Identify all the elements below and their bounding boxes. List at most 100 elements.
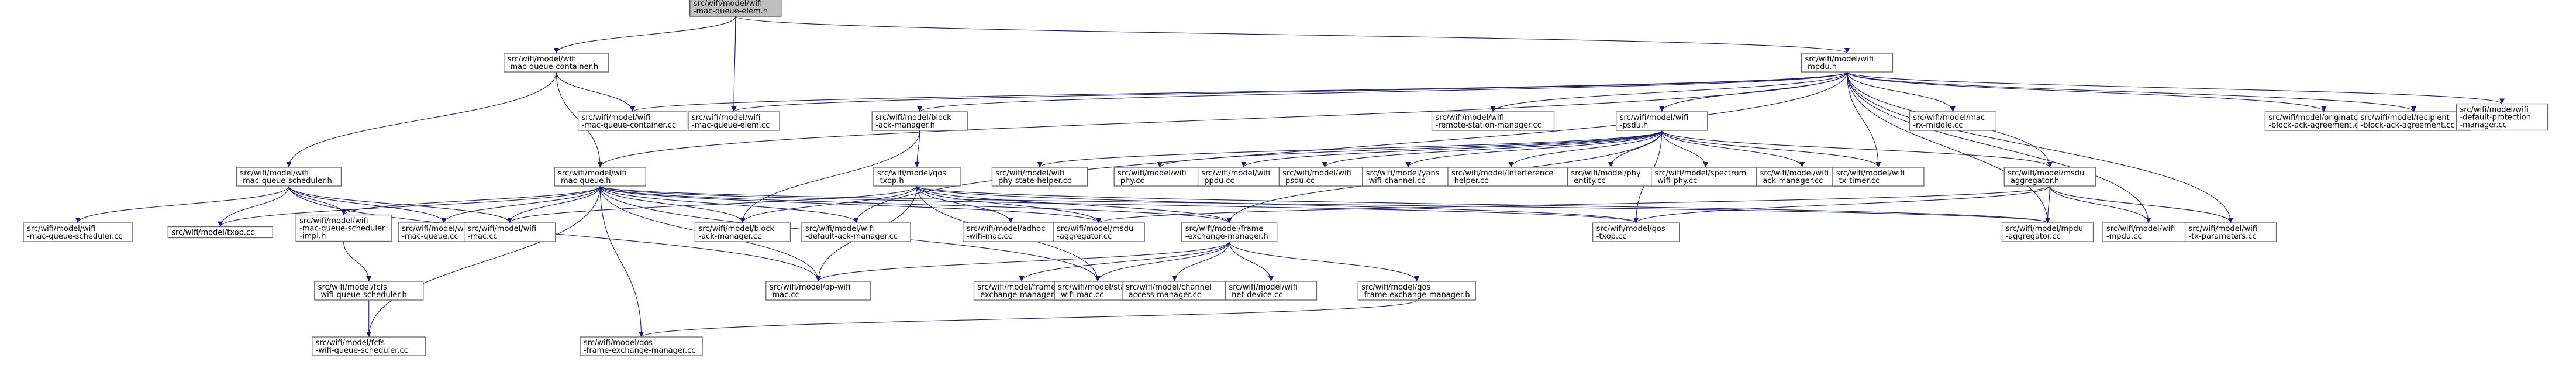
file-node-mpdu-aggregator-cc[interactable]: src/wifi/model/mpdu-aggregator.cc (2001, 222, 2094, 242)
file-node-label: -mac-queue-scheduler (299, 225, 385, 233)
file-node-box (801, 222, 911, 242)
file-node-label: src/wifi/model/interference (1451, 169, 1553, 178)
dependency-edge (916, 185, 1013, 223)
file-node-block-ack-manager-cc[interactable]: src/wifi/model/block-ack-manager.cc (694, 222, 791, 242)
dependency-edge (1661, 130, 2053, 168)
file-node-mac-queue-container-cc[interactable]: src/wifi/model/wifi-mac-queue-container.… (577, 111, 688, 131)
file-node-adhoc-wifi-mac-cc[interactable]: src/wifi/model/adhoc-wifi-mac.cc (963, 222, 1059, 242)
file-node-label: -ack-manager.cc (698, 232, 761, 241)
file-node-label: -txop.cc (1596, 232, 1627, 241)
dependency-edge (1846, 71, 2327, 112)
file-node-label: src/wifi/model/msdu (2008, 169, 2084, 178)
file-node-spectrum-wifi-phy-cc[interactable]: src/wifi/model/spectrum-wifi-phy.cc (1651, 167, 1761, 187)
file-node-box (580, 336, 703, 356)
file-node-label: -remote-station-manager.cc (1436, 121, 1542, 130)
file-node-block-ack-manager-h[interactable]: src/wifi/model/block-ack-manager.h (871, 111, 968, 131)
file-node-wifi-mpdu-cc[interactable]: src/wifi/model/wifi-mpdu.cc (2102, 222, 2195, 242)
file-node-label: src/wifi/model/wifi (692, 113, 760, 122)
file-node-label: src/wifi/model/wifi (2106, 225, 2175, 233)
file-node-label: src/wifi/model/qos (1596, 225, 1665, 233)
file-node-box (1592, 222, 1680, 242)
file-node-label: src/wifi/model/wifi (240, 169, 308, 178)
file-node-psdu-cc[interactable]: src/wifi/model/wifi-psdu.cc (1278, 167, 1371, 187)
file-node-rx-middle-cc[interactable]: src/wifi/model/mac-rx-middle.cc (1909, 111, 1997, 131)
file-node-fcfs-wifi-queue-scheduler-h[interactable]: src/wifi/model/fcfs-wifi-queue-scheduler… (314, 281, 424, 301)
file-node-label: src/wifi/model/wifi (694, 0, 762, 8)
file-node-mac-queue-scheduler-impl-h[interactable]: src/wifi/model/wifi-mac-queue-scheduler-… (295, 214, 392, 242)
file-node-txop-h[interactable]: src/wifi/model/qos-txop.h (873, 167, 961, 187)
file-node-mac-queue-h[interactable]: src/wifi/model/wifi-mac-queue.h (554, 167, 646, 187)
file-node-label: src/wifi/model/mpdu (2006, 225, 2083, 233)
dependency-edge (75, 185, 289, 223)
dependency-edge (1846, 71, 2151, 223)
file-node-box (1362, 167, 1454, 187)
file-node-label: -frame-exchange-manager.h (1361, 291, 1470, 299)
file-node-box (2456, 103, 2549, 131)
file-node-mac-queue-container-h[interactable]: src/wifi/model/wifi-mac-queue-container.… (504, 53, 609, 73)
file-node-remote-station-manager-cc[interactable]: src/wifi/model/wifi-remote-station-manag… (1431, 111, 1555, 131)
file-node-box (1447, 167, 1575, 187)
file-node-mac-queue-scheduler-h[interactable]: src/wifi/model/wifi-mac-queue-scheduler.… (236, 167, 342, 187)
file-node-ppdu-cc[interactable]: src/wifi/model/wifi-ppdu.cc (1197, 167, 1290, 187)
dependency-edge (507, 185, 918, 223)
file-node-box (1053, 222, 1145, 242)
file-node-default-ack-manager-cc[interactable]: src/wifi/model/wifi-default-ack-manager.… (801, 222, 911, 242)
file-node-phy-state-helper-cc[interactable]: src/wifi/model/wifi-phy-state-helper.cc (991, 167, 1088, 187)
file-node-default-protection-manager-cc[interactable]: src/wifi/model/wifi-default-protection-m… (2456, 103, 2549, 131)
dependency-edge (2049, 185, 2233, 223)
file-node-box (973, 281, 1070, 301)
file-node-phy-entity-cc[interactable]: src/wifi/model/phy-entity.cc (1567, 167, 1655, 187)
file-node-fcfs-wifi-queue-scheduler-cc[interactable]: src/wifi/model/fcfs-wifi-queue-scheduler… (312, 336, 426, 356)
file-node-label: -mac-queue.h (558, 177, 611, 185)
file-node-mpdu-h[interactable]: src/wifi/model/wifi-mpdu.h (1801, 53, 1894, 73)
file-node-txop-cc[interactable]: src/wifi/model/txop.cc (167, 226, 273, 239)
file-node-label: src/wifi/model/block (698, 225, 774, 233)
file-node-ap-wifi-mac-cc[interactable]: src/wifi/model/ap-wifi-mac.cc (765, 281, 871, 301)
file-node-box (1197, 167, 1290, 187)
file-node-tx-parameters-cc[interactable]: src/wifi/model/wifi-tx-parameters.cc (2184, 222, 2277, 242)
dependency-edge (343, 241, 372, 282)
file-node-label: src/wifi/model/txop.cc (171, 229, 254, 237)
file-node-box (2184, 222, 2277, 242)
file-node-psdu-h[interactable]: src/wifi/model/wifi-psdu.h (1616, 111, 1708, 131)
dependency-edge (599, 185, 1232, 223)
file-node-label: -mac.cc (770, 291, 799, 299)
file-node-recipient-block-ack-agreement-cc[interactable]: src/wifi/model/recipient-block-ack-agree… (2356, 111, 2471, 131)
dependency-edge (1846, 71, 2505, 104)
file-node-label: -block-ack-agreement.cc (2361, 121, 2455, 130)
file-node-box (873, 167, 961, 187)
dependency-edge (599, 185, 859, 223)
file-node-wifi-mac-cc[interactable]: src/wifi/model/wifi-mac.cc (463, 222, 556, 242)
dependency-edge (731, 16, 737, 112)
file-node-box (765, 281, 871, 301)
file-node-mac-queue-scheduler-cc[interactable]: src/wifi/model/wifi-mac-queue-scheduler.… (23, 222, 133, 242)
file-node-tx-timer-cc[interactable]: src/wifi/model/wifi-tx-timer.cc (1832, 167, 1925, 187)
file-node-label: -mac-queue-container.cc (582, 121, 676, 130)
file-node-label: -mac-queue-elem.cc (692, 121, 770, 130)
file-node-qos-frame-exchange-manager-cc[interactable]: src/wifi/model/qos-frame-exchange-manage… (580, 336, 703, 356)
file-node-frame-exchange-manager-cc[interactable]: src/wifi/model/frame-exchange-manager.cc (973, 281, 1070, 301)
file-node-frame-exchange-manager-h[interactable]: src/wifi/model/frame-exchange-manager.h (1181, 222, 1278, 242)
file-node-box (577, 111, 688, 131)
dependency-edge (1846, 71, 1956, 112)
file-node-interference-helper-cc[interactable]: src/wifi/model/interference-helper.cc (1447, 167, 1575, 187)
file-node-label: -impl.h (299, 232, 326, 241)
file-node-qos-txop-cc[interactable]: src/wifi/model/qos-txop.cc (1592, 222, 1680, 242)
file-node-label: -phy-state-helper.cc (995, 177, 1071, 185)
file-node-mpdu-aggregator-h[interactable]: src/wifi/model/msdu-aggregator.h (2003, 167, 2096, 187)
file-node-label: src/wifi/model/yans (1366, 169, 1440, 178)
file-node-box (504, 53, 609, 73)
file-node-mac-queue-elem-cc[interactable]: src/wifi/model/wifi-mac-queue-elem.cc (688, 111, 780, 131)
dependency-edge (735, 16, 1850, 54)
file-node-phy-cc[interactable]: src/wifi/model/wifi-phy.cc (1113, 167, 1206, 187)
file-node-msdu-aggregator-cc[interactable]: src/wifi/model/msdu-aggregator.cc (1053, 222, 1145, 242)
file-node-box (167, 226, 273, 239)
file-node-label: -exchange-manager.cc (978, 291, 1064, 299)
file-node-yans-wifi-channel-cc[interactable]: src/wifi/model/yans-wifi-channel.cc (1362, 167, 1454, 187)
dependency-edge (916, 185, 2050, 223)
file-node-wifi-net-device-cc[interactable]: src/wifi/model/wifi-net-device.cc (1225, 281, 1318, 301)
file-node-qos-frame-exchange-manager-h[interactable]: src/wifi/model/qos-frame-exchange-manage… (1357, 281, 1476, 301)
file-node-label: src/wifi/model/wifi (27, 225, 95, 233)
file-node-label: -net-device.cc (1229, 291, 1282, 299)
file-node-channel-access-manager-cc[interactable]: src/wifi/model/channel-access-manager.cc (1122, 281, 1227, 301)
